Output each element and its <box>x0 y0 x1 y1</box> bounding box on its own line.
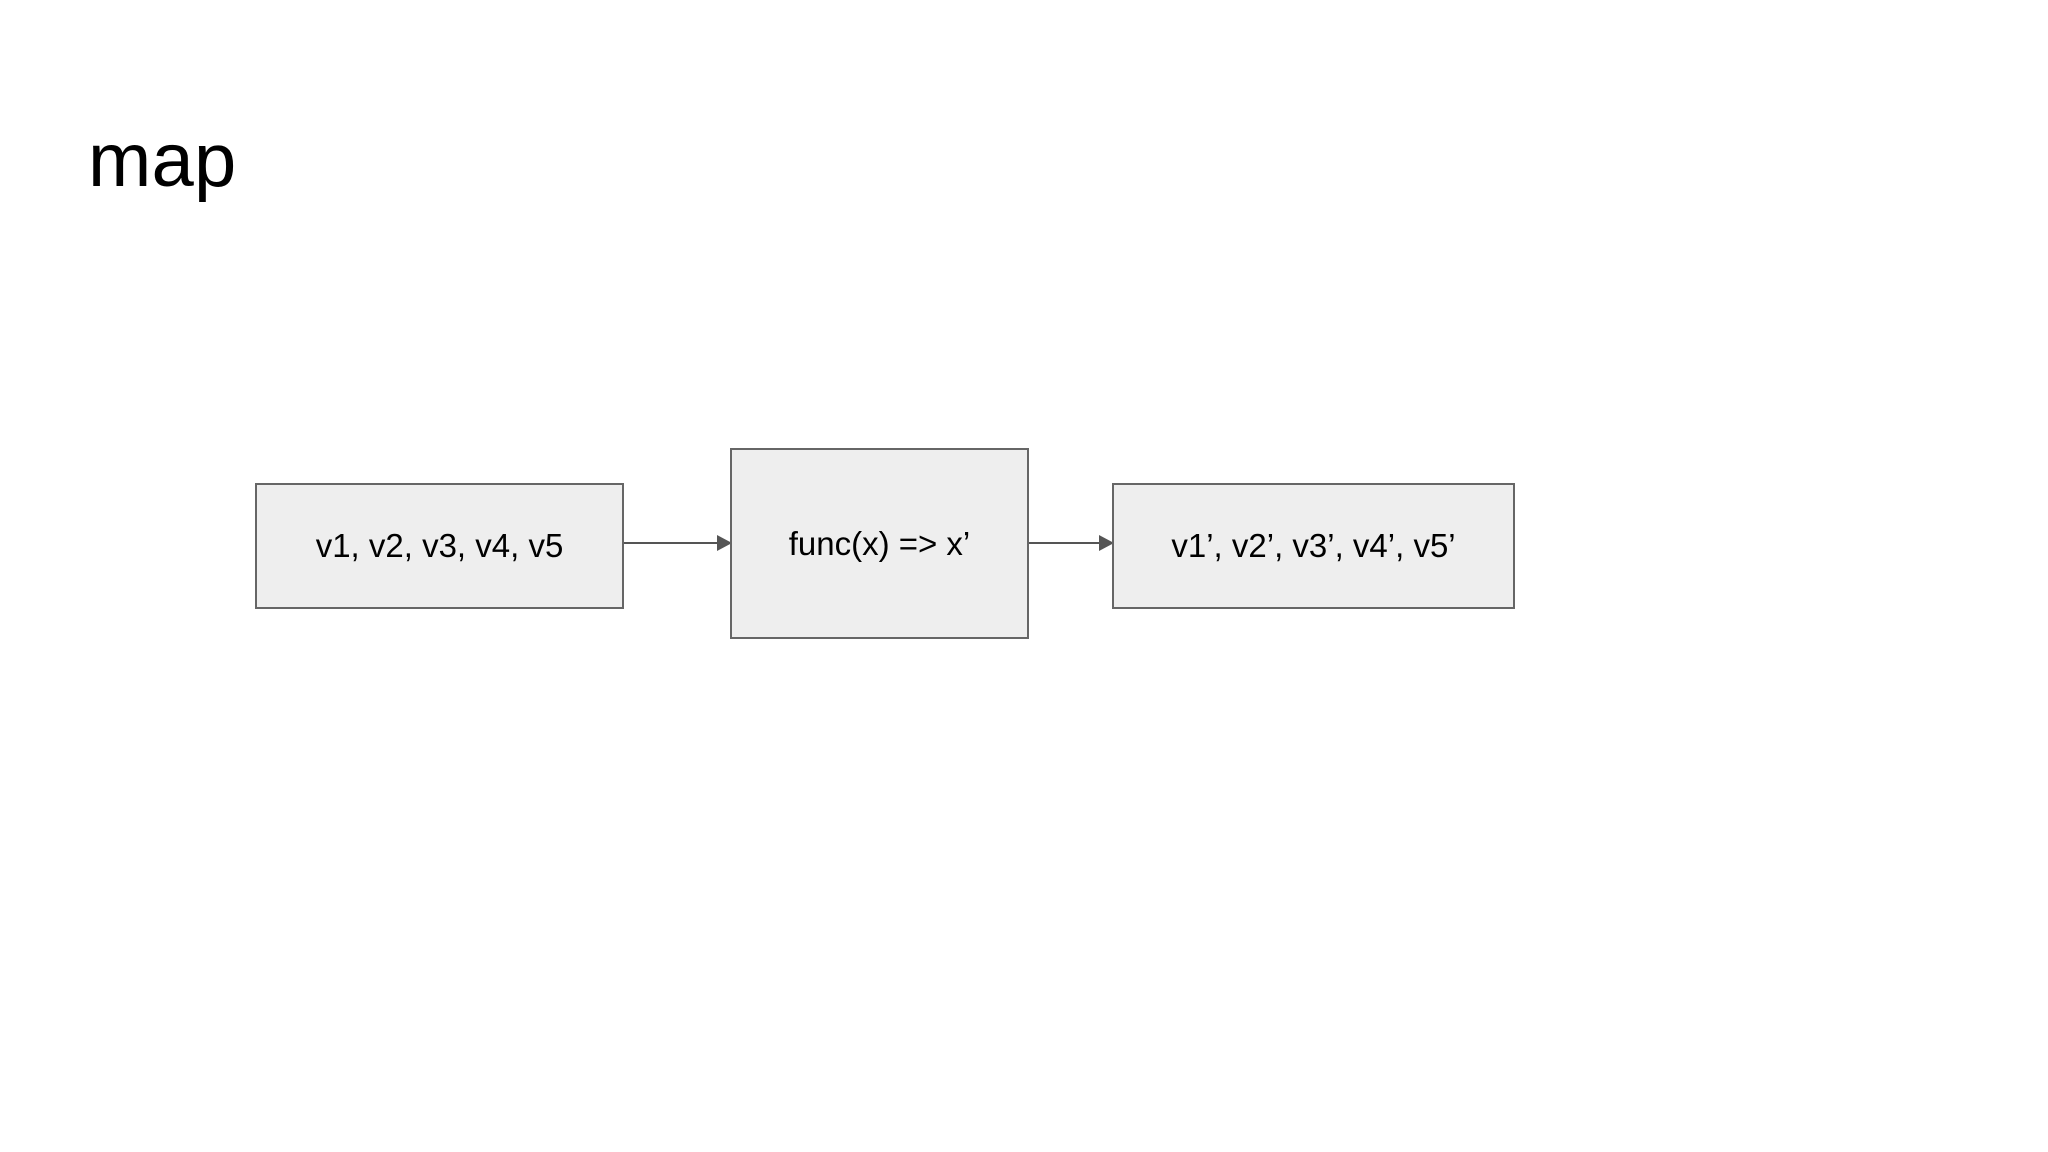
connector-line <box>624 542 719 544</box>
arrowhead-icon <box>717 535 732 551</box>
connector-line <box>1029 542 1101 544</box>
diagram-node-function[interactable]: func(x) => x’ <box>730 448 1029 639</box>
connector-input-to-func <box>624 531 732 555</box>
diagram-node-input-label: v1, v2, v3, v4, v5 <box>315 527 564 564</box>
diagram-node-output[interactable]: v1’, v2’, v3’, v4’, v5’ <box>1112 483 1515 609</box>
diagram-node-function-label: func(x) => x’ <box>788 524 971 562</box>
page-title: map <box>88 118 237 203</box>
diagram-node-output-label: v1’, v2’, v3’, v4’, v5’ <box>1171 527 1456 564</box>
arrowhead-icon <box>1099 535 1114 551</box>
connector-func-to-output <box>1029 531 1114 555</box>
diagram-node-input[interactable]: v1, v2, v3, v4, v5 <box>255 483 624 609</box>
